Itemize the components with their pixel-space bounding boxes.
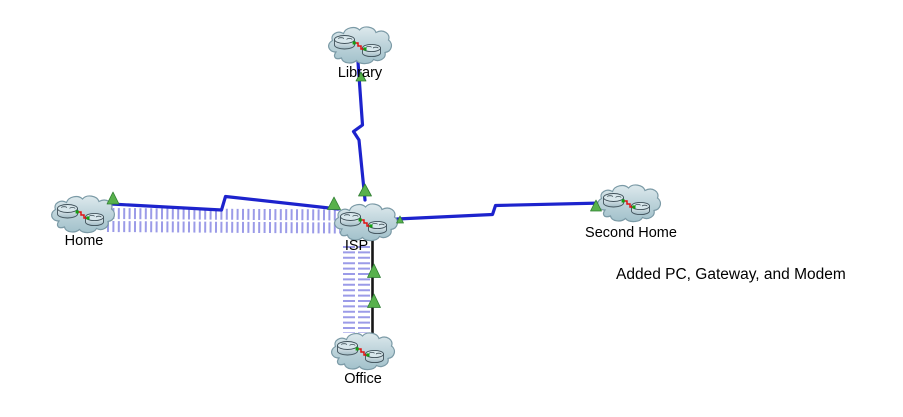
cloud-icon <box>333 203 399 242</box>
serial-link-library-isp[interactable] <box>351 60 367 202</box>
device-home[interactable] <box>50 195 116 234</box>
device-label-home: Home <box>65 233 104 249</box>
serial-link-home-isp[interactable] <box>109 194 340 212</box>
serial-link-isp-second-home[interactable] <box>395 201 605 221</box>
status-up-arrow-icon <box>355 71 367 82</box>
status-arrows-layer <box>106 71 602 308</box>
cloud-icon <box>327 26 393 65</box>
status-up-arrow-icon <box>396 215 404 224</box>
cloud-icon <box>596 184 662 223</box>
device-second-home[interactable] <box>596 184 662 223</box>
device-label-library: Library <box>338 65 383 81</box>
status-up-arrow-icon <box>358 183 372 197</box>
device-library[interactable] <box>327 26 393 65</box>
status-up-arrow-icon <box>367 263 381 278</box>
device-label-second-home: Second Home <box>585 225 677 241</box>
status-up-arrow-icon <box>327 196 341 210</box>
device-label-office: Office <box>344 371 382 387</box>
coax-link-home-isp-1[interactable] <box>106 208 341 221</box>
cloud-icon <box>330 332 396 371</box>
status-up-arrow-icon <box>106 191 120 205</box>
note-text: Added PC, Gateway, and Modem <box>616 266 846 283</box>
device-office[interactable] <box>330 332 396 371</box>
device-isp[interactable] <box>333 203 399 242</box>
coax-link-home-isp-2[interactable] <box>106 221 341 234</box>
status-up-arrow-icon <box>367 293 381 308</box>
status-up-arrow-icon <box>590 199 602 212</box>
cloud-icon <box>50 195 116 234</box>
device-label-isp: ISP <box>345 238 368 254</box>
links-layer <box>106 60 605 334</box>
